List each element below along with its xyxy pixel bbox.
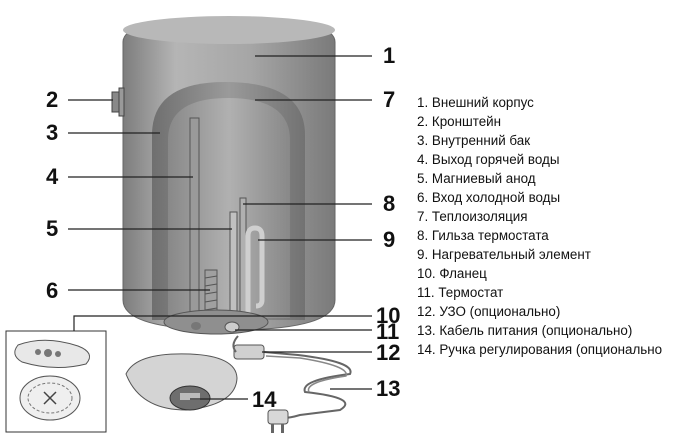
insulation-inner-tank bbox=[152, 82, 305, 320]
callout-12: 12 bbox=[376, 340, 401, 365]
thermostat-rcd-cable bbox=[232, 335, 352, 419]
callout-8: 8 bbox=[383, 191, 396, 216]
legend-item: 9. Нагревательный элемент bbox=[417, 247, 591, 262]
hot-water-outlet-pipe bbox=[189, 117, 200, 329]
legend-item: 14. Ручка регулирования (опционально bbox=[417, 342, 663, 357]
power-plug bbox=[267, 409, 289, 433]
bracket bbox=[111, 87, 125, 117]
callout-14: 14 bbox=[252, 387, 277, 412]
callout-2: 2 bbox=[46, 87, 59, 112]
legend-item: 8. Гильза термостата bbox=[417, 228, 549, 243]
legend-item: 6. Вход холодной воды bbox=[417, 190, 561, 205]
legend-item: 11. Термостат bbox=[417, 285, 504, 300]
legend-item: 5. Магниевый анод bbox=[417, 171, 536, 186]
legend-list: 1. Внешний корпус 2. Кронштейн 3. Внутре… bbox=[417, 93, 662, 359]
callout-13: 13 bbox=[376, 376, 401, 401]
callout-10: 10 bbox=[376, 303, 401, 328]
callout-9: 9 bbox=[383, 227, 396, 252]
callout-4: 4 bbox=[46, 164, 59, 189]
legend-item: 3. Внутренний бак bbox=[417, 133, 531, 148]
cold-water-inlet bbox=[204, 269, 218, 323]
inset-detail bbox=[5, 315, 248, 433]
leader-lines bbox=[68, 55, 372, 400]
legend-item: 4. Выход горячей воды bbox=[417, 152, 560, 167]
heating-element bbox=[245, 225, 265, 320]
thermostat-sleeve bbox=[239, 197, 247, 323]
callout-5: 5 bbox=[46, 216, 59, 241]
control-cover bbox=[125, 353, 238, 411]
legend-item: 12. УЗО (опционально) bbox=[417, 304, 561, 319]
legend-item: 2. Кронштейн bbox=[417, 114, 502, 129]
legend-item: 1. Внешний корпус bbox=[417, 95, 534, 110]
legend-item: 10. Фланец bbox=[417, 266, 487, 281]
legend-item: 7. Теплоизоляция bbox=[417, 209, 528, 224]
callout-6: 6 bbox=[46, 278, 59, 303]
callout-7: 7 bbox=[383, 87, 396, 112]
callout-3: 3 bbox=[46, 120, 59, 145]
legend-item: 13. Кабель питания (опционально) bbox=[417, 323, 633, 338]
callout-1: 1 bbox=[383, 43, 396, 68]
callout-11: 11 bbox=[376, 319, 400, 344]
